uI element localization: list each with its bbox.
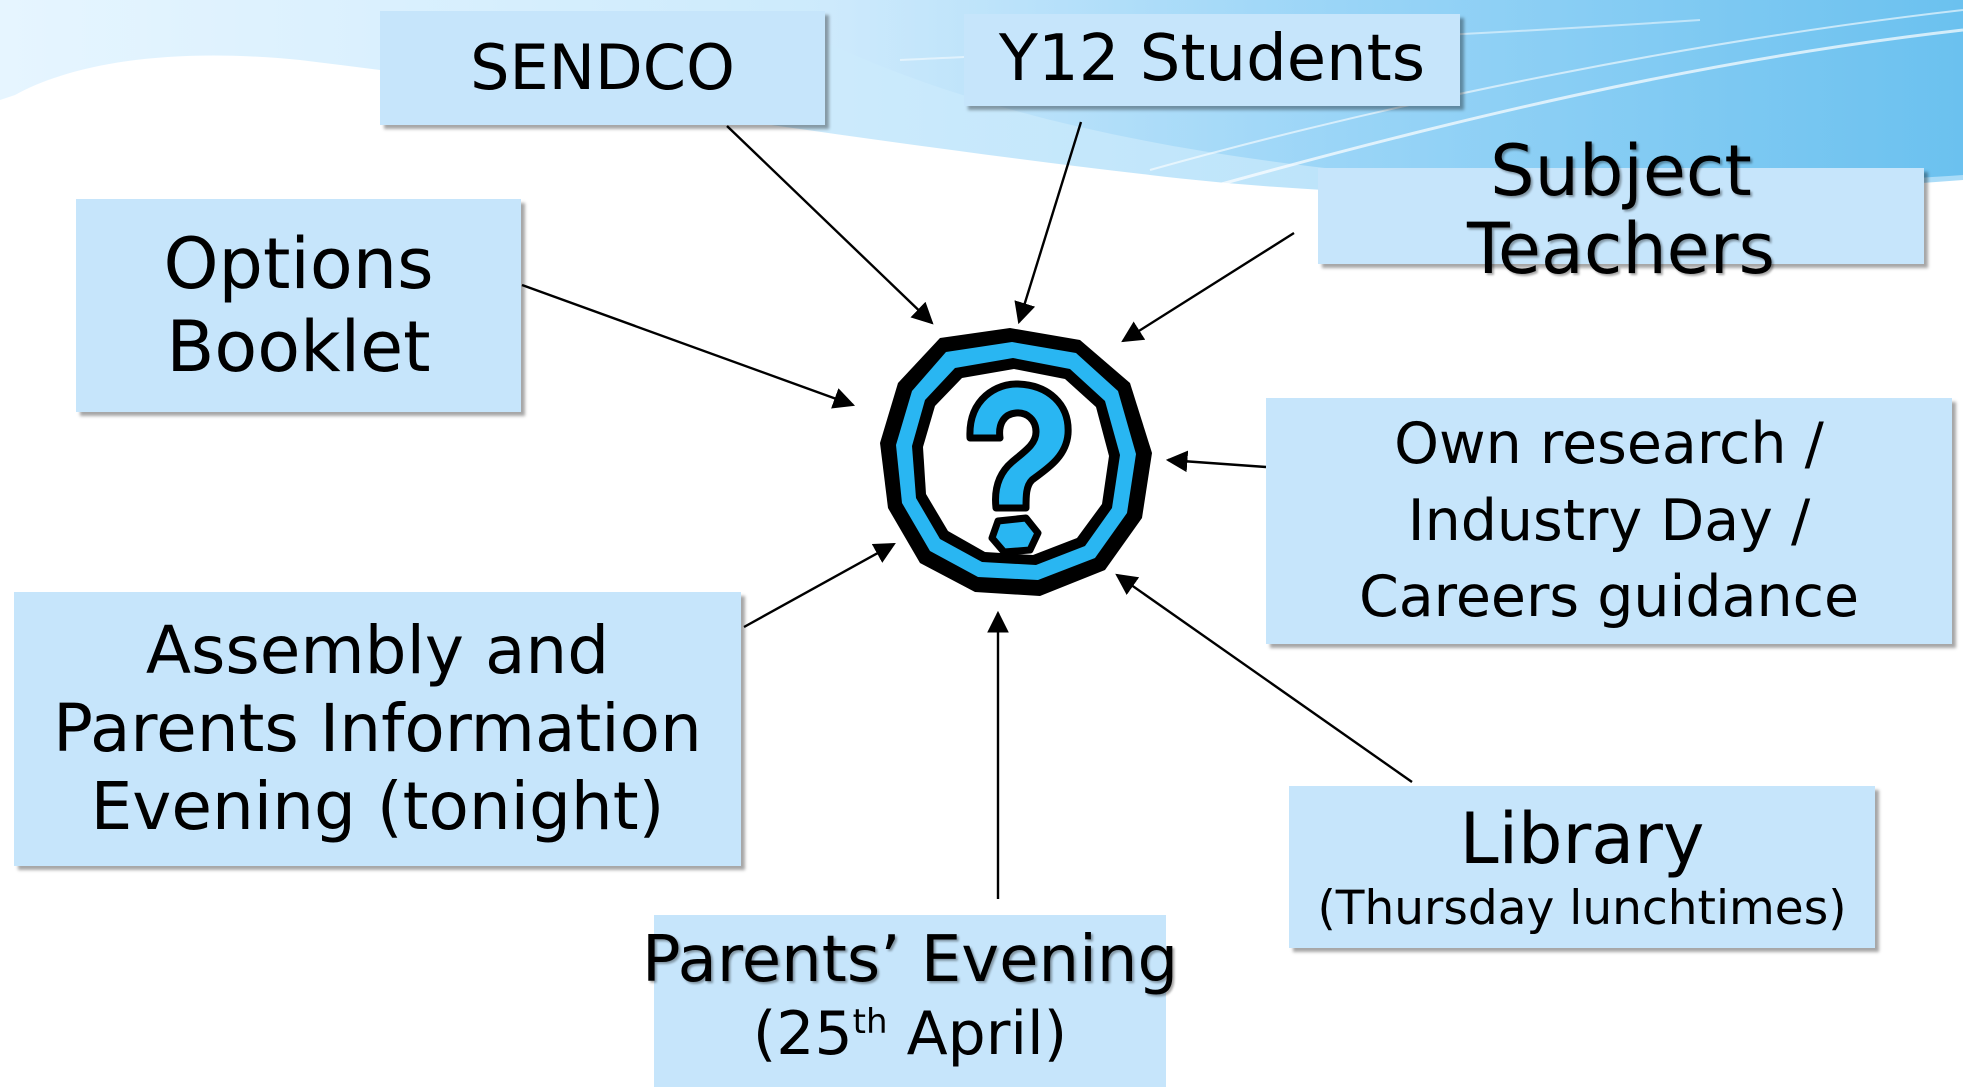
node-options-booklet-line-1: Options	[163, 222, 434, 305]
node-subject-teachers-line-1: Subject	[1490, 130, 1752, 212]
node-parents-evening: Parents’ Evening (25th April)	[642, 915, 1178, 1087]
question-mark-icon	[880, 328, 1152, 596]
node-y12-students-label: Y12 Students	[998, 22, 1426, 97]
node-parents-evening-title: Parents’ Evening	[641, 923, 1179, 997]
node-own-research: Own research / Industry Day / Careers gu…	[1266, 398, 1952, 644]
arrow-library	[1115, 573, 1413, 783]
node-library-subtitle: (Thursday lunchtimes)	[1317, 880, 1847, 936]
node-sendco-label: SENDCO	[470, 31, 735, 105]
node-sendco: SENDCO	[380, 11, 825, 125]
node-options-booklet-line-2: Booklet	[166, 305, 431, 388]
date-prefix: (25	[752, 998, 853, 1069]
node-assembly-line-3: Evening (tonight)	[90, 767, 665, 845]
node-subject-teachers-line-2: Teachers	[1467, 208, 1775, 291]
node-y12-students: Y12 Students	[964, 14, 1460, 106]
node-parents-evening-date: (25th April)	[753, 999, 1067, 1070]
node-own-research-line-1: Own research /	[1394, 410, 1824, 477]
node-assembly-line-2: Parents Information	[53, 690, 702, 768]
arrow-subject-teachers	[1121, 231, 1295, 343]
arrow-own-research	[1165, 450, 1267, 473]
node-own-research-line-2: Industry Day /	[1407, 487, 1811, 554]
node-library: Library (Thursday lunchtimes)	[1289, 786, 1875, 948]
date-superscript: th	[852, 1001, 888, 1042]
arrow-sendco	[726, 125, 934, 325]
node-own-research-line-3: Careers guidance	[1358, 564, 1860, 631]
node-library-title: Library	[1459, 797, 1705, 880]
arrow-assembly	[743, 542, 896, 629]
node-options-booklet: Options Booklet	[76, 199, 521, 412]
node-subject-teachers: Subject Teachers	[1318, 132, 1924, 289]
node-assembly: Assembly and Parents Information Evening…	[14, 592, 741, 866]
date-suffix: April)	[887, 998, 1068, 1069]
arrow-y12-students	[1014, 121, 1083, 325]
arrow-options-booklet	[521, 283, 856, 409]
node-assembly-line-1: Assembly and	[145, 612, 610, 690]
